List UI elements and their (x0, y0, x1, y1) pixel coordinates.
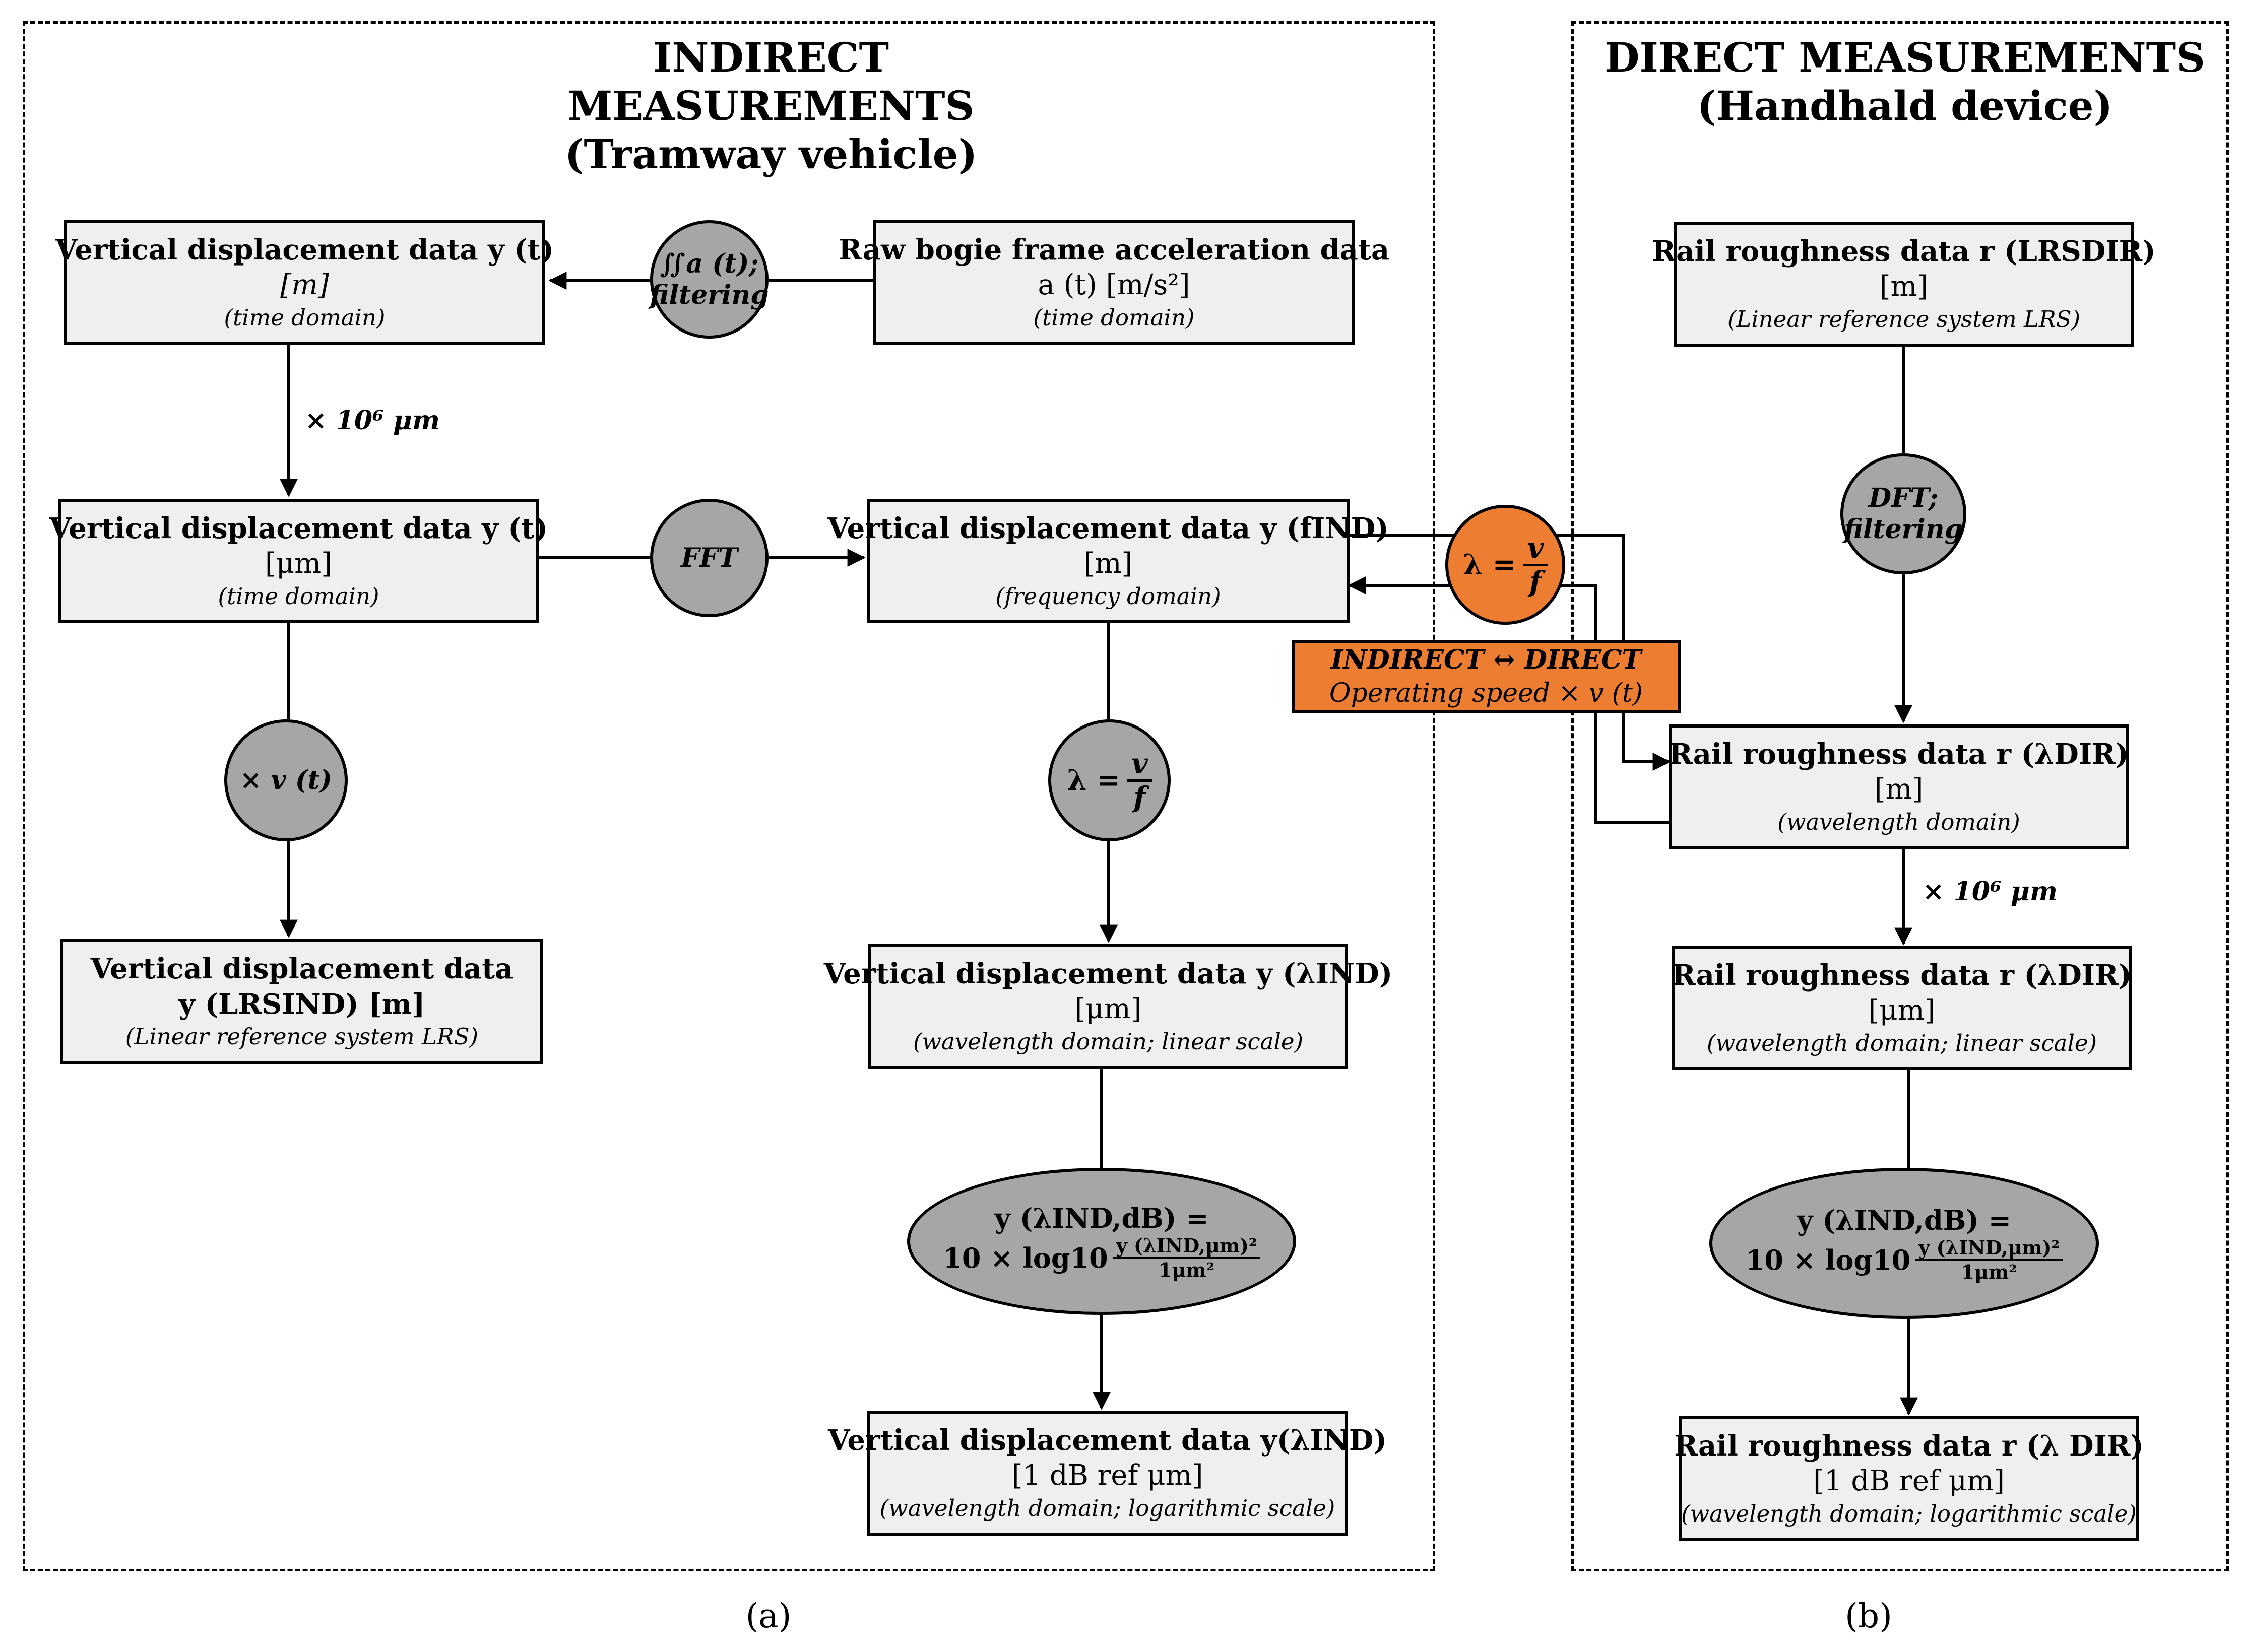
db-prefix: 10 × log10 (943, 1242, 1108, 1274)
box-unit: y (LRSIND) [m] (178, 987, 425, 1021)
box-title: Rail roughness data r (λDIR) (1669, 737, 2129, 771)
db-rhs: 10 × log10 y (λIND,μm)² 1μm² (943, 1235, 1260, 1281)
fraction-numerator: v (1523, 533, 1548, 566)
panel-indirect (23, 21, 1435, 1571)
box-vertical-displacement-lrs: Vertical displacement data y (LRSIND) [m… (60, 939, 543, 1064)
node-times-speed: × v (t) (224, 719, 348, 841)
panel-direct (1571, 21, 2229, 1571)
db-fraction: y (λIND,μm)² 1μm² (1113, 1235, 1260, 1281)
box-unit: [m] (1083, 547, 1133, 580)
db-numerator: y (λIND,μm)² (1915, 1237, 2063, 1261)
db-denominator: 1μm² (1961, 1261, 2017, 1283)
node-text: λ = (1067, 764, 1121, 797)
box-unit: [μm] (1868, 994, 1936, 1027)
box-domain: (wavelength domain; logarithmic scale) (1681, 1500, 2137, 1527)
node-text: DFT; (1868, 483, 1939, 513)
box-rail-roughness-wavelength-db: Rail roughness data r (λ DIR) [1 dB ref … (1674, 1416, 2144, 1541)
node-double-integration-filtering: ∬a (t); filtering (650, 220, 769, 339)
box-title: Rail roughness data r (λDIR) (1672, 959, 2132, 992)
node-text: filtering (1844, 514, 1963, 545)
node-lambda-v-over-f-conversion: λ = v f (1445, 505, 1565, 625)
conversion-indirect-direct: INDIRECT ↔ DIRECT Operating speed × v (t… (1292, 640, 1681, 713)
node-text: λ = (1462, 548, 1516, 581)
box-domain: (time domain) (224, 304, 386, 331)
caption-a: (a) (745, 1597, 792, 1635)
panel-indirect-title: INDIRECT MEASUREMENTS (Tramway vehicle) (519, 33, 1023, 178)
box-domain: (wavelength domain; linear scale) (1706, 1030, 2097, 1056)
label-scale-micrometer-direct: × 10⁶ μm (1923, 876, 2058, 907)
box-vertical-displacement-time-um: Vertical displacement data y (t) [μm] (t… (49, 499, 548, 623)
fraction-numerator: v (1127, 748, 1152, 782)
box-title: Vertical displacement data y (t) (55, 233, 554, 267)
node-fft: FFT (650, 499, 769, 617)
fraction: v f (1523, 533, 1548, 598)
box-title: Vertical displacement data y(λIND) (828, 1424, 1387, 1457)
box-domain: (frequency domain) (995, 582, 1221, 610)
box-rail-roughness-wavelength-m: Rail roughness data r (λDIR) [m] (wavele… (1669, 724, 2129, 849)
box-vertical-displacement-frequency: Vertical displacement data y (fIND) [m] … (827, 499, 1389, 623)
caption-b: (b) (1845, 1597, 1892, 1635)
box-domain: (time domain) (218, 582, 379, 610)
box-unit: [μm] (265, 547, 333, 580)
box-unit: a (t) [m/s²] (1038, 269, 1190, 301)
db-numerator: y (λIND,μm)² (1113, 1235, 1260, 1259)
box-vertical-displacement-wavelength-um: Vertical displacement data y (λIND) [μm]… (824, 944, 1392, 1069)
node-text: filtering (650, 279, 769, 310)
box-domain: (wavelength domain; logarithmic scale) (879, 1495, 1335, 1522)
node-text: × v (t) (239, 765, 333, 796)
label-scale-micrometer-indirect: × 10⁶ μm (305, 405, 440, 436)
box-unit: [m] (280, 269, 329, 301)
node-db-conversion-direct: y (λIND,dB) = 10 × log10 y (λIND,μm)² 1μ… (1709, 1168, 2099, 1319)
title-line: INDIRECT (653, 34, 889, 81)
fraction: v f (1127, 748, 1152, 813)
panel-direct-title: DIRECT MEASUREMENTS (Handhald device) (1603, 33, 2207, 130)
box-rail-roughness-wavelength-um: Rail roughness data r (λDIR) [μm] (wavel… (1672, 946, 2132, 1070)
title-line: DIRECT MEASUREMENTS (1605, 34, 2205, 81)
node-db-conversion-indirect: y (λIND,dB) = 10 × log10 y (λIND,μm)² 1μ… (907, 1168, 1296, 1315)
title-line: (Tramway vehicle) (564, 130, 978, 178)
node-lambda-v-over-f: λ = v f (1048, 719, 1171, 841)
box-rail-roughness-lrs: Rail roughness data r (LRSDIR) [m] (Line… (1652, 222, 2156, 347)
node-dft-filtering: DFT; filtering (1840, 453, 1966, 574)
db-lhs: y (λIND,dB) = (994, 1202, 1209, 1234)
box-title: Rail roughness data r (LRSDIR) (1652, 235, 2156, 268)
box-unit: [1 dB ref μm] (1011, 1459, 1203, 1492)
box-domain: (wavelength domain) (1777, 808, 2020, 835)
db-denominator: 1μm² (1159, 1259, 1215, 1281)
box-title: Vertical displacement data y (fIND) (827, 511, 1389, 545)
box-vertical-displacement-time-m: Vertical displacement data y (t) [m] (ti… (55, 220, 554, 345)
box-title: Raw bogie frame acceleration data (838, 233, 1390, 267)
box-domain: (Linear reference system LRS) (125, 1023, 479, 1050)
fraction-denominator: f (1529, 565, 1542, 599)
box-domain: (time domain) (1033, 304, 1195, 331)
box-unit: [m] (1874, 772, 1924, 806)
box-raw-acceleration: Raw bogie frame acceleration data a (t) … (839, 220, 1389, 345)
box-unit: [1 dB ref μm] (1813, 1464, 2005, 1497)
box-domain: (wavelength domain; linear scale) (913, 1028, 1304, 1055)
db-rhs: 10 × log10 y (λIND,μm)² 1μm² (1746, 1237, 2063, 1283)
box-vertical-displacement-wavelength-db: Vertical displacement data y(λIND) [1 dB… (828, 1411, 1387, 1536)
title-line: (Handhald device) (1697, 82, 2113, 129)
conversion-subtitle: Operating speed × v (t) (1329, 678, 1643, 708)
db-fraction: y (λIND,μm)² 1μm² (1915, 1237, 2063, 1283)
fraction-denominator: f (1133, 780, 1146, 814)
box-unit: [m] (1879, 270, 1929, 303)
node-text: ∬a (t); (660, 248, 759, 279)
box-title: Vertical displacement data (90, 952, 514, 985)
box-title: Vertical displacement data y (λIND) (823, 957, 1393, 990)
conversion-title: INDIRECT ↔ DIRECT (1330, 644, 1642, 675)
box-domain: (Linear reference system LRS) (1727, 306, 2081, 333)
db-prefix: 10 × log10 (1745, 1244, 1911, 1276)
title-line: MEASUREMENTS (567, 82, 975, 129)
box-title: Vertical displacement data y (t) (49, 511, 548, 545)
box-title: Rail roughness data r (λ DIR) (1674, 1429, 2144, 1463)
node-text: FFT (681, 542, 738, 573)
box-unit: [μm] (1074, 992, 1142, 1025)
db-lhs: y (λIND,dB) = (1797, 1204, 2011, 1236)
